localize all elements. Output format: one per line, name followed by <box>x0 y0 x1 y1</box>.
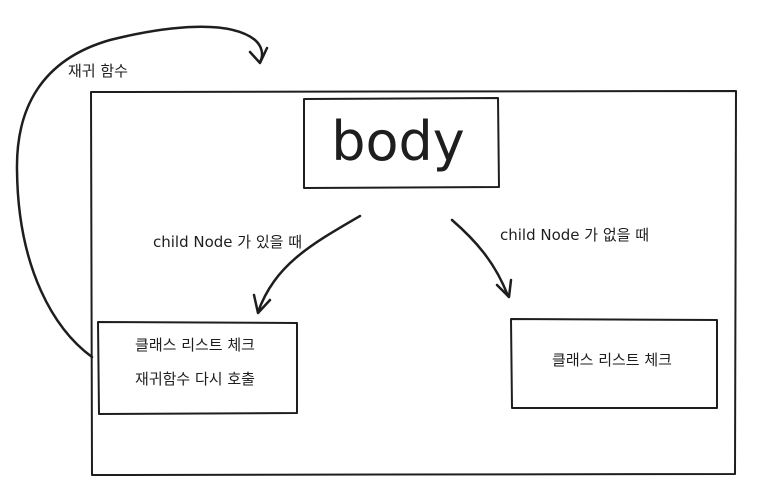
recursion-arrow-line <box>15 25 264 359</box>
left-branch-label: child Node 가 있을 때 <box>153 233 302 251</box>
left-result-box: 클래스 리스트 체크 재귀함수 다시 호출 <box>97 321 298 415</box>
right-branch-label: child Node 가 없을 때 <box>500 226 649 244</box>
left-branch-arrow-line <box>256 214 362 314</box>
right-branch-arrow <box>450 218 513 299</box>
recursion-arrow <box>15 25 269 359</box>
right-branch-arrow-head <box>495 278 513 299</box>
left-result-line1: 클래스 리스트 체크 <box>135 336 255 354</box>
left-result-border <box>97 321 298 415</box>
right-result-border <box>510 318 718 409</box>
left-branch-arrow <box>252 214 362 315</box>
root-node-border <box>303 97 500 189</box>
right-result-line1: 클래스 리스트 체크 <box>552 351 672 369</box>
root-node-label: body <box>331 110 465 173</box>
right-result-box: 클래스 리스트 체크 <box>510 318 718 409</box>
recursion-arrow-head <box>248 46 269 65</box>
left-branch-arrow-head <box>252 293 272 315</box>
root-node-box: body <box>303 97 500 189</box>
recursion-label: 재귀 함수 <box>68 62 128 80</box>
left-result-line2: 재귀함수 다시 호출 <box>135 370 255 388</box>
right-branch-arrow-line <box>450 218 510 298</box>
outer-frame <box>90 90 737 476</box>
